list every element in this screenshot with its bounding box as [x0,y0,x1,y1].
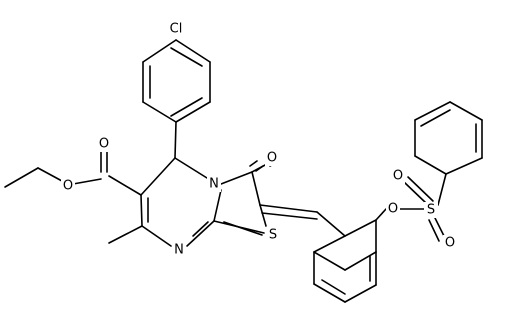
bond-line [313,283,346,303]
bond-line [140,194,143,227]
atom-o-ester-carbonyl: O [97,136,111,152]
bond-line [344,251,377,271]
bond-layer [4,39,483,303]
bond-line [174,157,208,179]
bond-line [321,279,346,295]
bond-line [255,165,264,172]
bond-line [313,251,346,271]
bond-line [428,219,440,242]
bond-line [213,189,222,222]
atom-n-ring: N [207,176,221,192]
svg-text:O: O [388,202,398,217]
bond-line [434,217,446,239]
bond-line [170,47,203,67]
svg-text:O: O [63,179,73,194]
bond-line [261,212,318,220]
bond-line [170,97,203,117]
atom-s-sulfonyl: S [424,202,438,218]
atom-cl: Cl [166,20,186,38]
atom-label-layer: Cl O O N N O S O S O O [61,20,457,258]
bond-line [403,181,428,205]
atom-o-sulfonyl-bottom: O [443,235,457,251]
atom-n-imine: N [172,242,186,258]
bond-line [313,235,346,253]
bond-line [4,167,39,188]
svg-text:O: O [267,151,277,166]
atom-o-sulfonyl-left: O [391,168,405,184]
bond-line [449,101,483,121]
bond-line [186,220,215,247]
bond-line [259,204,318,213]
svg-text:S: S [427,203,435,218]
bond-line [142,39,177,63]
bond-line [420,109,451,127]
bond-line [407,176,434,202]
bond-line [142,101,177,123]
atom-o-ester-ether: O [61,178,75,194]
svg-text:N: N [174,243,184,258]
bond-line [251,171,261,206]
bond-line [375,208,387,221]
bond-line [259,204,267,227]
bond-line [141,225,172,247]
bond-line [445,157,483,175]
bond-line [72,178,102,185]
bond-line [220,171,253,185]
bond-line [249,160,258,167]
svg-text:O: O [445,236,455,251]
svg-text:O: O [393,169,403,184]
svg-text:S: S [269,228,277,243]
bond-line [108,175,142,196]
atom-s-thiazole: S [266,227,280,243]
bond-line [175,39,211,63]
bond-line [174,121,177,159]
bond-line [414,101,451,121]
bond-line [213,220,265,234]
bond-line [175,101,211,123]
bond-line [37,167,63,182]
atom-o-ketone: O [265,150,279,166]
bond-line [108,225,143,244]
bond-line [140,157,176,196]
bond-line [344,219,377,237]
svg-text:O: O [99,137,109,152]
svg-text:N: N [209,177,219,192]
atom-o-aryl-ether: O [386,201,400,217]
bond-line [414,155,447,175]
bond-line [437,173,447,206]
bond-line [192,221,209,237]
bond-line [316,211,346,237]
bond-line [344,284,377,303]
svg-text:Cl: Cl [170,22,183,37]
